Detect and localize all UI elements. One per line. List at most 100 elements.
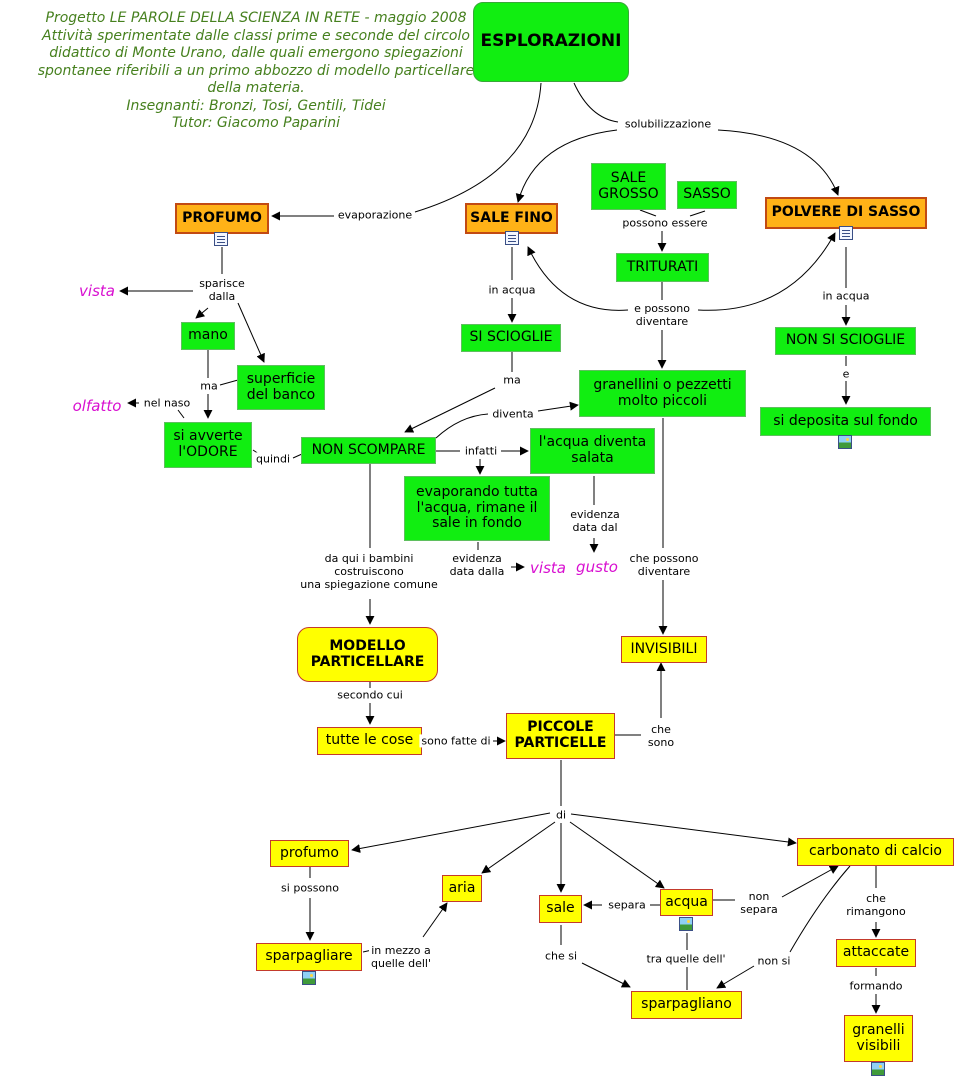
document-icon[interactable] [505,231,519,245]
edge-nonsepara-carbonato [781,865,839,898]
label-possono-essere: possono essere [620,216,710,230]
label-in-mezzo-a: in mezzo a quelle dell' [369,943,433,971]
label-evidenza-data-dal: evidenza data dal [568,507,622,535]
label-e: e [840,367,852,381]
node-modello-particellare[interactable]: MODELLO PARTICELLARE [297,627,438,682]
label-secondo-cui: secondo cui [335,688,405,702]
label-evaporazione: evaporazione [335,208,415,222]
node-triturati[interactable]: TRITURATI [616,253,709,282]
node-sasso[interactable]: SASSO [677,181,737,209]
image-icon[interactable] [838,435,852,449]
header-line: spontanee riferibili a un primo abbozzo … [37,62,475,79]
node-tutte-le-cose[interactable]: tutte le cose [317,727,422,755]
edge-nonsi-sparpagliano [716,965,755,989]
node-invisibili[interactable]: INVISIBILI [621,636,707,663]
edge-salegrosso-possono [639,209,657,217]
node-sale-fino[interactable]: SALE FINO [465,203,558,234]
label-di: di [553,808,569,822]
label-nel-naso: nel naso [141,396,193,410]
node-acqua-low[interactable]: acqua [660,889,713,916]
node-non-scompare[interactable]: NON SCOMPARE [301,437,436,464]
label-in-acqua: in acqua [486,283,538,297]
edge-ma-nonscompare [404,387,496,433]
edge-diventa-granellini [537,401,579,412]
node-esplorazioni[interactable]: ESPLORAZIONI [473,2,629,82]
edge-di-aria [481,821,556,874]
label-solubilizzazione: solubilizzazione [622,117,714,131]
node-si-deposita[interactable]: si deposita sul fondo [760,407,931,436]
node-attaccate[interactable]: attaccate [836,939,916,967]
document-icon[interactable] [214,232,228,246]
node-carbonato-di-calcio[interactable]: carbonato di calcio [797,838,954,866]
label-quindi: quindi [253,452,293,466]
edge-esplorazioni-evaporazione [414,82,542,213]
edge-nonscompare-diventa [435,413,489,439]
node-sale-grosso[interactable]: SALE GROSSO [591,163,666,210]
label-e-possono-diventare: e possono diventare [632,301,692,329]
node-profumo-low[interactable]: profumo [270,840,349,867]
node-mano[interactable]: mano [181,322,235,350]
edge-sasso-possono [689,210,706,217]
label-infatti: infatti [462,444,500,458]
sense-olfatto: olfatto [72,397,122,415]
header-line: Progetto LE PAROLE DELLA SCIENZA IN RETE… [45,10,467,26]
node-granellini[interactable]: granellini o pezzetti molto piccoli [579,370,746,417]
node-profumo[interactable]: PROFUMO [175,203,269,234]
edge-superficie-ma [219,379,239,386]
node-aria[interactable]: aria [442,875,482,902]
edge-di-acqua [569,821,665,889]
node-sparpagliare[interactable]: sparpagliare [256,943,362,971]
edge-epossono-polvere [697,232,836,311]
label-ma: ma [501,373,523,387]
image-icon[interactable] [679,917,693,931]
label-si-possono: si possono [279,881,341,895]
node-polvere-di-sasso[interactable]: POLVERE DI SASSO [765,197,927,229]
node-sparpagliano[interactable]: sparpagliano [631,991,742,1019]
edge-di-carbonato [570,813,797,847]
label-da-qui-i-bambini: da qui i bambini costruiscono una spiega… [298,552,440,592]
image-icon[interactable] [871,1062,885,1076]
header-line: Insegnanti: Bronzi, Tosi, Gentili, Tidei [126,97,386,114]
label-che-si: che si [542,949,580,963]
edge-sparisce-superficie [237,302,265,363]
sense-vista: vista [530,559,566,577]
edge-esplorazioni-solubilizzazione [573,82,619,123]
edge-chesi-sparpagliano [581,962,631,988]
edge-siavverte-nelnaso [177,409,185,419]
node-si-avverte-odore[interactable]: si avverte l'ODORE [164,422,252,468]
header-line: Tutor: Giacomo Paparini [171,115,341,131]
node-superficie-del-banco[interactable]: superficie del banco [237,365,325,410]
edge-sparisce-mano [195,307,209,319]
edge-quindi-nonscompare [292,453,303,459]
label-che-sono: che sono [645,722,677,750]
node-granelli-visibili[interactable]: granelli visibili [844,1015,913,1062]
label-formando: formando [847,979,905,993]
edge-solubilizzazione-polvere [717,129,840,196]
label-evidenza-data-dalla: evidenza data dalla [447,551,507,579]
sense-vista: vista [79,282,115,300]
label-non-separa: non separa [738,889,780,917]
label-non-si: non si [755,954,793,968]
header-line: della materia. [207,80,305,96]
edge-carbonato-nonsi [789,865,851,953]
header-line: Attività sperimentate dalle classi prime… [42,27,470,44]
node-sale-low[interactable]: sale [539,895,582,923]
edge-inmezzo-aria [422,902,448,938]
edge-di-profumo [351,812,551,853]
label-che-possono-diventare: che possono diventare [627,551,701,579]
label-diventa: diventa [490,407,536,421]
node-acqua-salata[interactable]: l'acqua diventa salata [530,428,655,474]
document-icon[interactable] [839,226,853,240]
node-piccole-particelle[interactable]: PICCOLE PARTICELLE [506,713,615,759]
label-in-acqua: in acqua [820,289,872,303]
edge-epossono-salefino [527,246,629,311]
label-ma: ma [198,379,220,393]
label-che-rimangono: che rimangono [844,891,908,919]
node-si-scioglie[interactable]: SI SCIOGLIE [461,324,561,352]
node-non-si-scioglie[interactable]: NON SI SCIOGLIE [775,327,916,355]
label-sono-fatte-di: sono fatte di [419,734,493,748]
sense-gusto: gusto [576,558,618,576]
node-evaporando[interactable]: evaporando tutta l'acqua, rimane il sale… [404,476,550,541]
image-icon[interactable] [302,971,316,985]
